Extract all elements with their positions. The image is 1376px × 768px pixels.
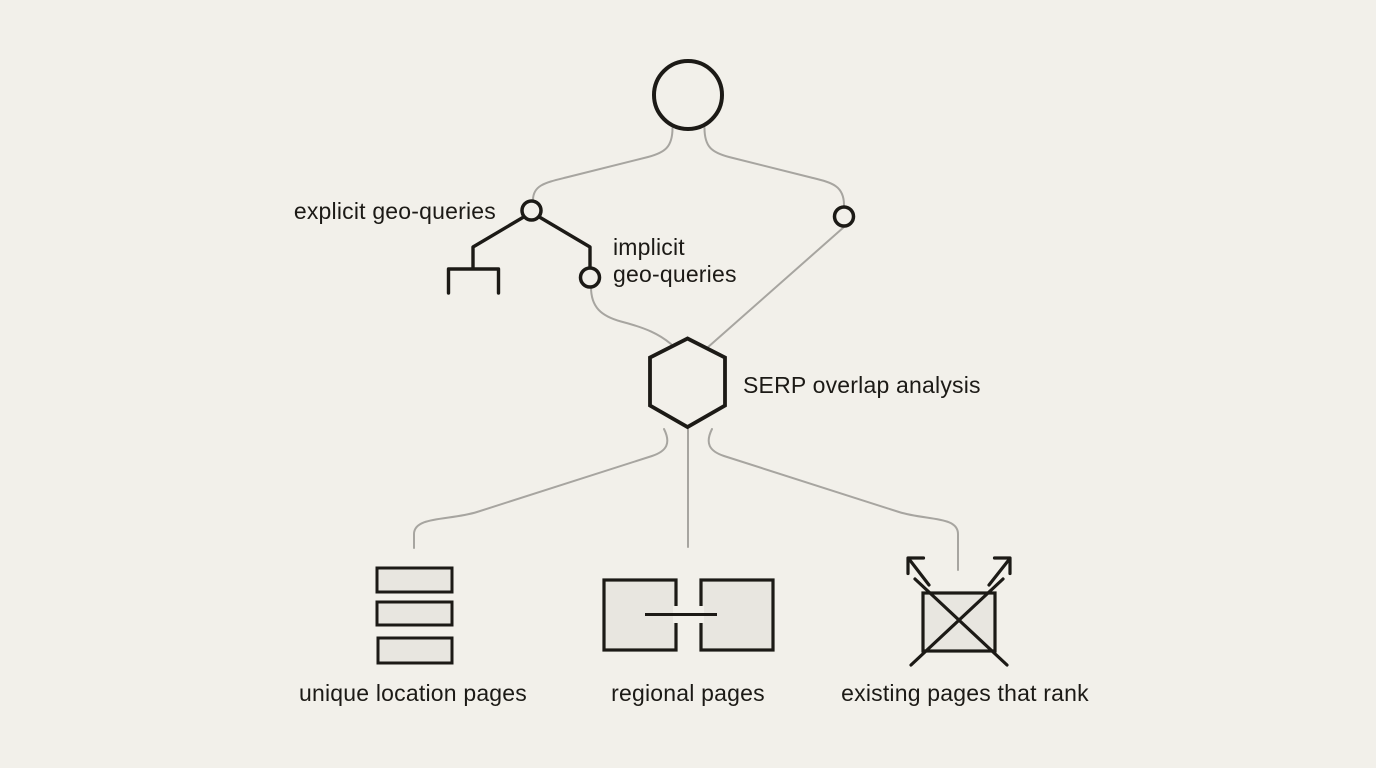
arrow-up-left-head <box>906 556 926 576</box>
arrow-up-left-shaft <box>907 557 931 587</box>
stacked-rect-3 <box>376 636 454 665</box>
connector-group <box>413 127 959 571</box>
linked-squares-icon <box>602 578 775 652</box>
hexagon-to-unique-connector <box>413 428 669 549</box>
cross-diagonal-1 <box>913 577 1009 667</box>
stacked-rectangles-icon <box>375 566 454 665</box>
right-to-hexagon-connector <box>706 226 845 349</box>
implicit-geo-queries-label-line1: implicit <box>613 234 685 260</box>
existing-pages-that-rank-label: existing pages that rank <box>841 680 1089 706</box>
root-to-right-connector <box>703 127 845 206</box>
implicit-query-node-circle <box>578 266 602 289</box>
arrow-up-right-shaft <box>987 557 1012 587</box>
explicit-right-edge <box>536 214 592 271</box>
serp-analysis-hexagon <box>648 336 727 430</box>
explicit-geo-queries-label: explicit geo-queries <box>294 198 496 224</box>
serp-overlap-analysis-label: SERP overlap analysis <box>743 372 981 398</box>
arrow-up-right-head <box>992 556 1012 576</box>
stacked-rect-1 <box>375 566 454 594</box>
implicit-geo-queries-label-line2: geo-queries <box>613 261 737 287</box>
root-to-explicit-connector <box>532 127 674 201</box>
unique-location-pages-label: unique location pages <box>299 680 527 706</box>
explicit-subtree-bracket <box>446 267 501 295</box>
explicit-left-edge <box>471 214 527 271</box>
stacked-rect-2 <box>375 600 454 627</box>
crossed-square-arrows-icon <box>906 556 1012 667</box>
query-subtree-lines <box>446 214 592 295</box>
explicit-query-node-circle <box>520 199 543 222</box>
hexagon-to-existing-connector <box>707 428 959 571</box>
implicit-to-hexagon-connector <box>590 286 672 345</box>
cross-diagonal-2 <box>909 577 1005 667</box>
regional-pages-label: regional pages <box>611 680 765 706</box>
root-node-circle <box>652 59 724 131</box>
right-query-node-circle <box>832 205 856 228</box>
